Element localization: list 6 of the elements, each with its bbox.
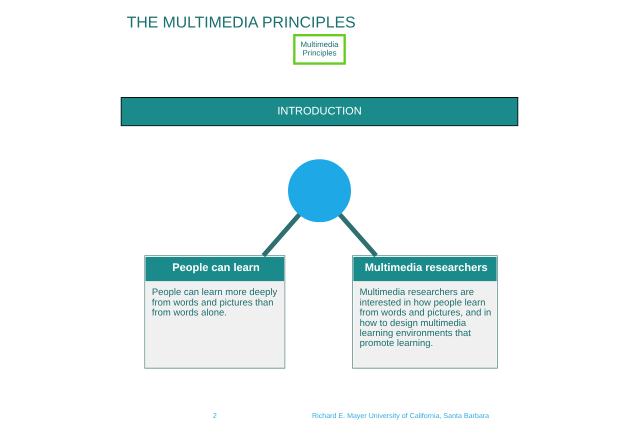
node-box: Multimedia Principles — [292, 34, 346, 65]
node-box: INTRODUCTION — [120, 97, 518, 126]
connector — [338, 213, 378, 258]
diagram-title: THE MULTIMEDIA PRINCIPLES — [126, 14, 356, 32]
connector — [261, 213, 301, 258]
node-circle — [288, 159, 350, 222]
